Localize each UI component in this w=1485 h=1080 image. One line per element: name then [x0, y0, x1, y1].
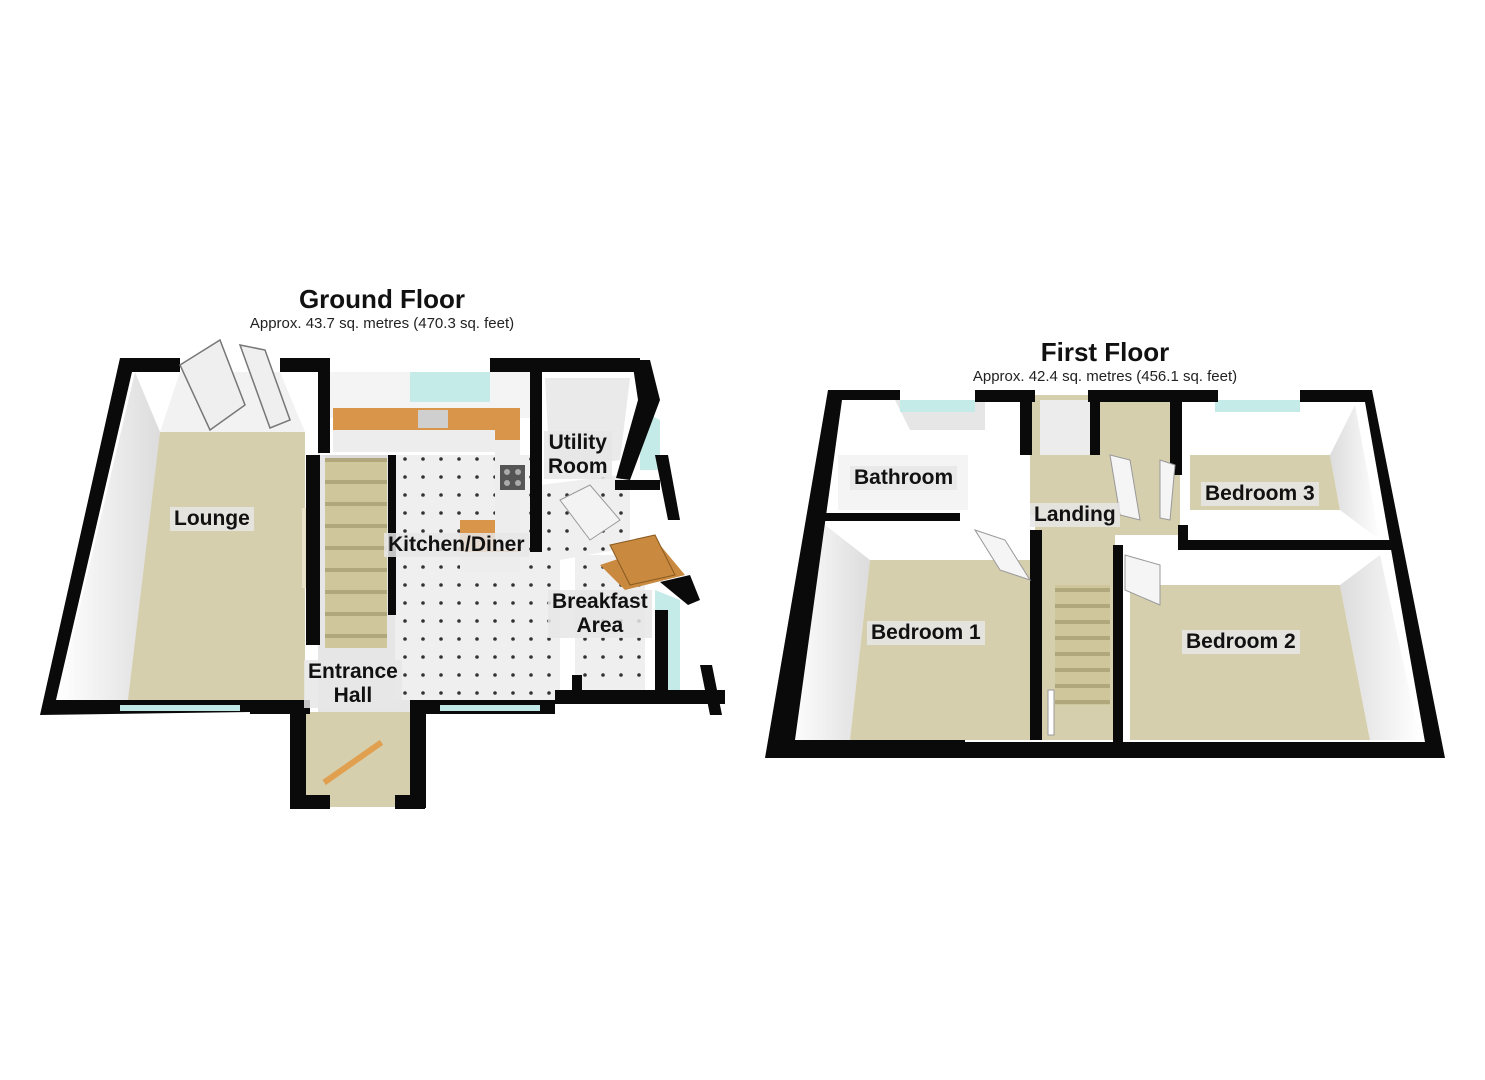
utility-room-label: Utility Room [544, 431, 612, 479]
entrance-hall-label: Entrance Hall [304, 660, 402, 708]
bathroom-room [820, 395, 1030, 515]
bedroom-2-label: Bedroom 2 [1182, 630, 1300, 654]
utility-label-line1: Utility [548, 431, 607, 454]
bedroom-3-room [1180, 395, 1385, 545]
ground-floor-title: Ground Floor [298, 284, 466, 314]
lounge-label: Lounge [170, 507, 254, 531]
breakfast-label-line2: Area [576, 614, 624, 637]
kitchen-diner-label: Kitchen/Diner [384, 533, 529, 557]
breakfast-label-line1: Breakfast [552, 590, 648, 613]
first-floor-walls [765, 390, 1445, 758]
ground-floor-walls [40, 358, 725, 809]
bathroom-label: Bathroom [850, 466, 958, 490]
utility-label-line2: Room [548, 455, 608, 478]
entrance-label-line2: Hall [333, 684, 373, 707]
first-floor-title: First Floor [1040, 337, 1170, 367]
entrance-label-line1: Entrance [308, 660, 398, 683]
ground-floor-plan [40, 338, 725, 809]
bedroom-3-label: Bedroom 3 [1201, 482, 1319, 506]
landing-label: Landing [1030, 503, 1120, 527]
bedroom-1-label: Bedroom 1 [867, 621, 985, 645]
breakfast-area-label: Breakfast Area [548, 590, 652, 638]
ground-floor-area: Approx. 43.7 sq. metres (470.3 sq. feet) [249, 315, 515, 332]
first-floor-area: Approx. 42.4 sq. metres (456.1 sq. feet) [972, 368, 1238, 385]
first-floor-plan [765, 390, 1445, 758]
